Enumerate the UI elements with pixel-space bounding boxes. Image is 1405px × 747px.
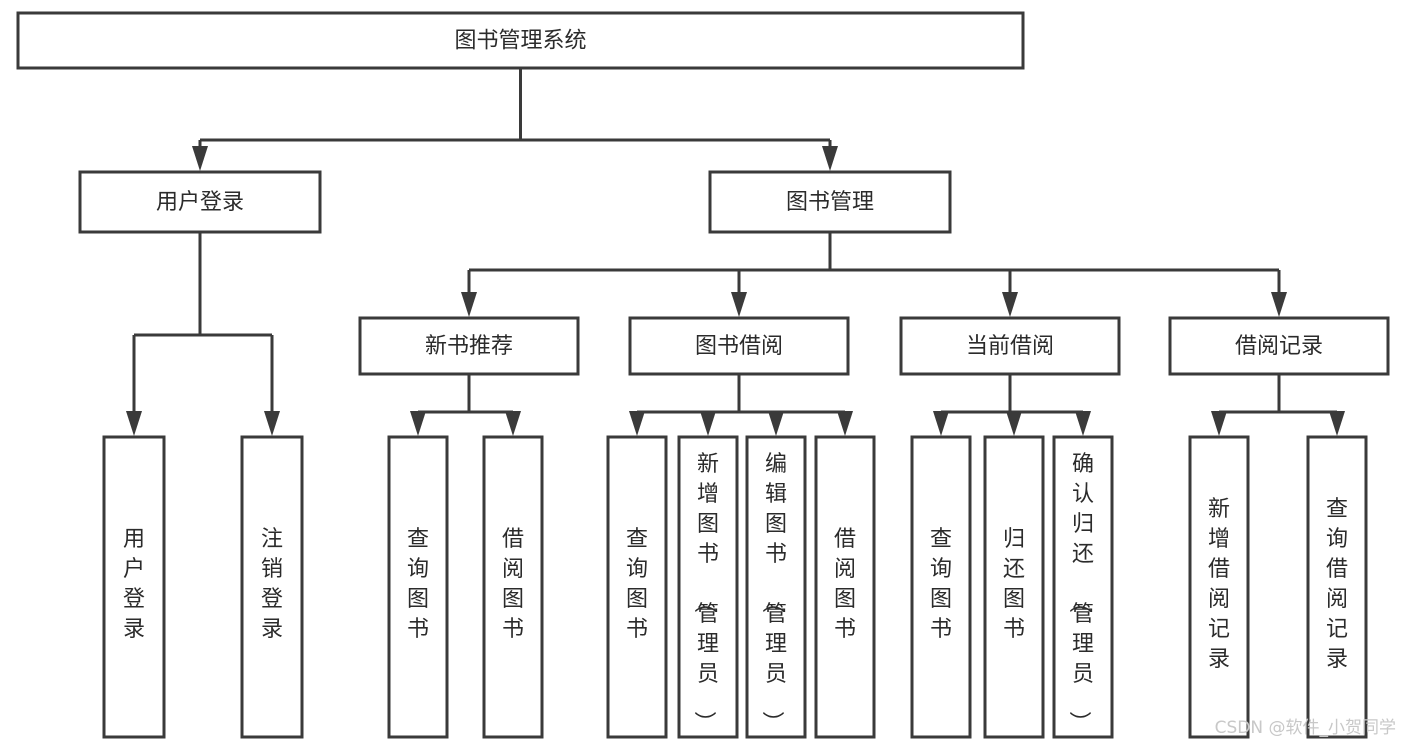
arrow-head-icon bbox=[1211, 411, 1227, 436]
node-label-leaf-query-book-1: 查询图书 bbox=[407, 527, 429, 642]
node-box-leaf-borrow-book-2 bbox=[814, 435, 876, 739]
node-box-leaf-confirm-return bbox=[1052, 435, 1114, 739]
node-label-current-borrow: 当前借阅 bbox=[966, 334, 1054, 359]
connector-group-user-login bbox=[126, 232, 280, 436]
arrow-head-icon bbox=[192, 146, 208, 171]
node-leaf-query-book-2[interactable]: 查询图书 bbox=[606, 435, 668, 739]
connector-group-current-borrow bbox=[933, 374, 1091, 436]
arrow-head-icon bbox=[837, 411, 853, 436]
node-leaf-logout[interactable]: 注销登录 bbox=[240, 435, 304, 739]
node-leaf-borrow-book-2[interactable]: 借阅图书 bbox=[814, 435, 876, 739]
node-box-new-book-rec bbox=[358, 316, 580, 376]
node-box-root bbox=[16, 11, 1025, 70]
arrow-head-icon bbox=[1329, 411, 1345, 436]
node-leaf-add-record[interactable]: 新增借阅记录 bbox=[1188, 435, 1250, 739]
node-leaf-query-book-3[interactable]: 查询图书 bbox=[910, 435, 972, 739]
connector-group-root bbox=[192, 68, 838, 171]
node-label-leaf-edit-book: 编辑图书（管理员） bbox=[759, 452, 787, 733]
node-leaf-query-book-1[interactable]: 查询图书 bbox=[387, 435, 449, 739]
node-label-book-manage: 图书管理 bbox=[786, 190, 874, 215]
node-box-leaf-borrow-book-1 bbox=[482, 435, 544, 739]
node-box-leaf-add-book bbox=[677, 435, 739, 739]
node-box-leaf-edit-book bbox=[745, 435, 807, 739]
arrow-head-icon bbox=[1075, 411, 1091, 436]
node-root[interactable]: 图书管理系统 bbox=[16, 11, 1025, 70]
node-box-book-borrow bbox=[628, 316, 850, 376]
node-label-leaf-query-record: 查询借阅记录 bbox=[1326, 497, 1348, 672]
arrow-head-icon bbox=[264, 411, 280, 436]
node-label-leaf-add-record: 新增借阅记录 bbox=[1208, 497, 1230, 672]
node-label-leaf-borrow-book-1: 借阅图书 bbox=[502, 527, 524, 642]
node-new-book-rec[interactable]: 新书推荐 bbox=[358, 316, 580, 376]
node-leaf-edit-book[interactable]: 编辑图书（管理员） bbox=[745, 435, 807, 739]
arrow-head-icon bbox=[700, 411, 716, 436]
node-box-current-borrow bbox=[899, 316, 1121, 376]
node-label-new-book-rec: 新书推荐 bbox=[425, 334, 513, 359]
arrow-head-icon bbox=[629, 411, 645, 436]
node-borrow-record[interactable]: 借阅记录 bbox=[1168, 316, 1390, 376]
node-label-leaf-return-book: 归还图书 bbox=[1003, 527, 1025, 642]
node-label-root: 图书管理系统 bbox=[454, 29, 586, 54]
node-label-leaf-confirm-return: 确认归还（管理员） bbox=[1066, 452, 1094, 733]
arrow-head-icon bbox=[731, 292, 747, 317]
arrow-head-icon bbox=[1006, 411, 1022, 436]
node-leaf-query-record[interactable]: 查询借阅记录 bbox=[1306, 435, 1368, 739]
node-label-leaf-borrow-book-2: 借阅图书 bbox=[834, 527, 856, 642]
arrow-head-icon bbox=[461, 292, 477, 317]
node-label-leaf-query-book-2: 查询图书 bbox=[626, 527, 648, 642]
node-leaf-return-book[interactable]: 归还图书 bbox=[983, 435, 1045, 739]
arrow-head-icon bbox=[822, 146, 838, 171]
node-user-login[interactable]: 用户登录 bbox=[78, 170, 322, 234]
node-book-borrow[interactable]: 图书借阅 bbox=[628, 316, 850, 376]
arrow-head-icon bbox=[933, 411, 949, 436]
connector-group-borrow-record bbox=[1211, 374, 1345, 436]
node-box-leaf-add-record bbox=[1188, 435, 1250, 739]
arrow-head-icon bbox=[126, 411, 142, 436]
node-box-leaf-query-book-3 bbox=[910, 435, 972, 739]
node-box-leaf-query-record bbox=[1306, 435, 1368, 739]
node-book-manage[interactable]: 图书管理 bbox=[708, 170, 952, 234]
node-box-borrow-record bbox=[1168, 316, 1390, 376]
connector-layer bbox=[126, 68, 1345, 436]
connector-group-book-borrow bbox=[629, 374, 853, 436]
node-box-leaf-query-book-2 bbox=[606, 435, 668, 739]
node-label-leaf-add-book: 新增图书（管理员） bbox=[691, 452, 719, 733]
node-label-user-login: 用户登录 bbox=[156, 190, 244, 215]
node-label-leaf-user-login: 用户登录 bbox=[123, 527, 145, 642]
node-box-leaf-query-book-1 bbox=[387, 435, 449, 739]
node-box-user-login bbox=[78, 170, 322, 234]
connector-group-new-book-rec bbox=[410, 374, 521, 436]
node-leaf-user-login[interactable]: 用户登录 bbox=[102, 435, 166, 739]
connector-group-book-manage bbox=[461, 232, 1287, 317]
node-label-leaf-query-book-3: 查询图书 bbox=[930, 527, 952, 642]
arrow-head-icon bbox=[505, 411, 521, 436]
node-label-borrow-record: 借阅记录 bbox=[1235, 334, 1323, 359]
arrow-head-icon bbox=[1002, 292, 1018, 317]
arrow-head-icon bbox=[1271, 292, 1287, 317]
node-box-leaf-return-book bbox=[983, 435, 1045, 739]
node-box-leaf-logout bbox=[240, 435, 304, 739]
arrow-head-icon bbox=[410, 411, 426, 436]
node-label-book-borrow: 图书借阅 bbox=[695, 334, 783, 359]
node-leaf-add-book[interactable]: 新增图书（管理员） bbox=[677, 435, 739, 739]
node-leaf-borrow-book-1[interactable]: 借阅图书 bbox=[482, 435, 544, 739]
node-box-book-manage bbox=[708, 170, 952, 234]
node-label-leaf-logout: 注销登录 bbox=[261, 527, 283, 642]
node-layer: 图书管理系统用户登录图书管理新书推荐图书借阅当前借阅借阅记录用户登录注销登录查询… bbox=[16, 11, 1390, 739]
node-leaf-confirm-return[interactable]: 确认归还（管理员） bbox=[1052, 435, 1114, 739]
node-box-leaf-user-login bbox=[102, 435, 166, 739]
node-current-borrow[interactable]: 当前借阅 bbox=[899, 316, 1121, 376]
arrow-head-icon bbox=[768, 411, 784, 436]
csdn-watermark: CSDN @软件_小贺同学 bbox=[1215, 718, 1396, 738]
